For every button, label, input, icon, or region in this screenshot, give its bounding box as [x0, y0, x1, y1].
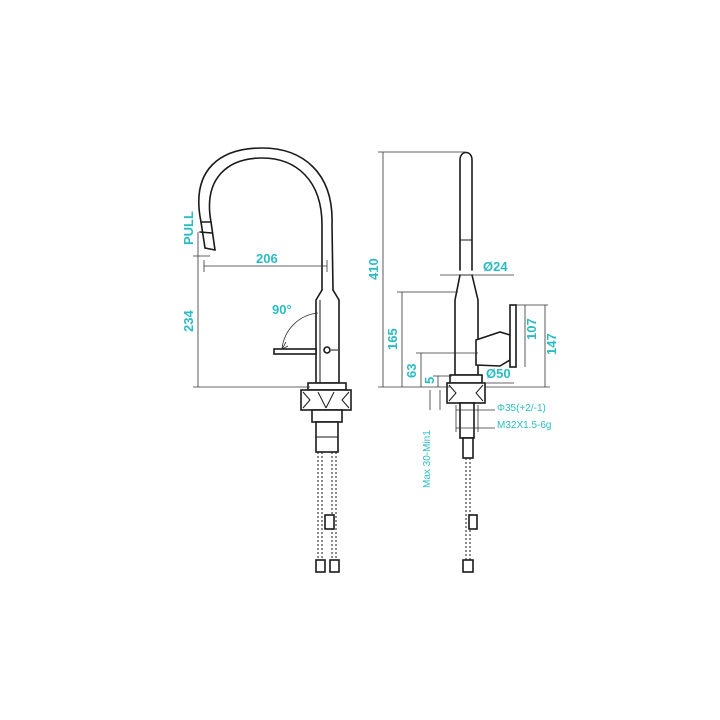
side-view — [446, 151, 517, 573]
side-dimensions — [378, 151, 550, 432]
dim-angle: 90° — [272, 302, 292, 317]
faucet-base — [307, 382, 347, 391]
dim-handle-b: 147 — [544, 333, 559, 355]
side-spout — [459, 151, 473, 271]
dim-body-height: 165 — [385, 328, 400, 350]
dim-hole-diameter: Φ35(+2/-1) — [497, 403, 546, 414]
angle-arc — [281, 312, 319, 350]
side-handle — [475, 331, 511, 367]
faucet-body — [315, 289, 340, 384]
dim-spout-height: 234 — [181, 310, 196, 332]
front-view — [198, 147, 352, 573]
logo-badge — [323, 346, 331, 354]
dim-reach: 206 — [256, 251, 278, 266]
front-dimensions — [193, 232, 328, 388]
dim-base-height: 63 — [404, 364, 419, 378]
dim-mount-thickness: Max 30-Min1 — [422, 430, 433, 488]
dim-total-height: 410 — [366, 258, 381, 280]
dim-spout-diameter: Ø24 — [483, 259, 508, 274]
handle-lever — [273, 348, 317, 355]
dim-thread: M32X1.5-6g — [497, 420, 551, 431]
dim-base-offset: 5 — [422, 377, 437, 384]
dim-handle-a: 107 — [524, 318, 539, 340]
side-body — [454, 274, 479, 376]
spout-outline — [198, 147, 334, 291]
dim-base-diameter: Ø50 — [486, 366, 511, 381]
dim-pull: PULL — [181, 211, 196, 245]
